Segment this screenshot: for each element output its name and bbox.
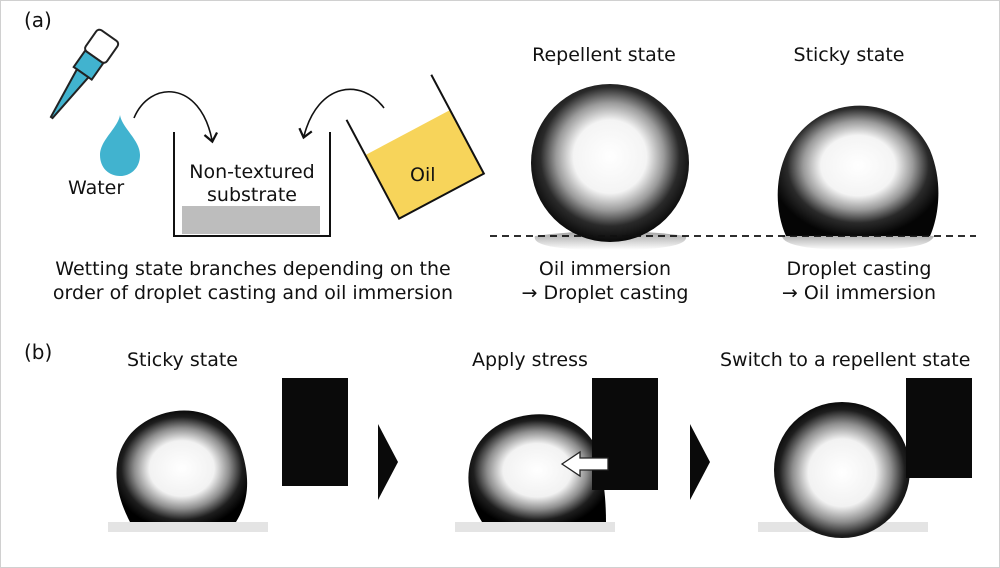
- water-label: Water: [68, 177, 125, 199]
- next-step-arrow-1: [378, 424, 398, 500]
- stress-arrow-icon: [560, 450, 609, 478]
- caption-line2: order of droplet casting and oil immersi…: [52, 282, 454, 304]
- step3-title: Switch to a repellent state: [720, 349, 971, 371]
- panel-b-label: (b): [24, 340, 53, 364]
- caption-line1: Wetting state branches depending on the: [55, 258, 451, 280]
- step1-title: Sticky state: [127, 349, 238, 371]
- sticky-state-title: Sticky state: [793, 44, 905, 66]
- panel-a-label: (a): [24, 8, 52, 32]
- stressed-droplet-photo: [468, 414, 606, 522]
- repellent-droplet-photo: [774, 402, 910, 538]
- probe-block-3: [906, 378, 972, 478]
- repellent-state-title: Repellent state: [532, 44, 676, 66]
- container-icon: [173, 132, 331, 237]
- sticky-order-line1: Droplet casting: [786, 258, 932, 280]
- oil-arrow-icon: [298, 88, 385, 140]
- next-step-arrow-2: [690, 424, 710, 500]
- probe-block-2: [592, 378, 658, 490]
- ground-strip-1: [108, 522, 268, 532]
- step2-title: Apply stress: [472, 349, 588, 371]
- substrate-block: [182, 206, 320, 234]
- oil-beaker-icon: [345, 74, 486, 221]
- ground-strip-2: [455, 522, 615, 532]
- sticky-droplet-photo: [116, 410, 248, 522]
- substrate-label-line2: substrate: [207, 184, 297, 206]
- oil-label: Oil: [410, 164, 436, 186]
- repellent-droplet-image: [531, 84, 689, 250]
- water-drop-icon: [100, 115, 140, 176]
- repellent-order-line1: Oil immersion: [538, 258, 672, 280]
- pipette-icon: [49, 28, 120, 120]
- substrate-label-line1: Non-textured: [189, 161, 315, 183]
- sticky-order-line2: → Oil immersion: [781, 282, 937, 304]
- drop-arrow-icon: [133, 91, 219, 144]
- sticky-droplet-image: [777, 105, 939, 250]
- repellent-order-line2: → Droplet casting: [521, 282, 689, 304]
- probe-block-1: [282, 378, 348, 486]
